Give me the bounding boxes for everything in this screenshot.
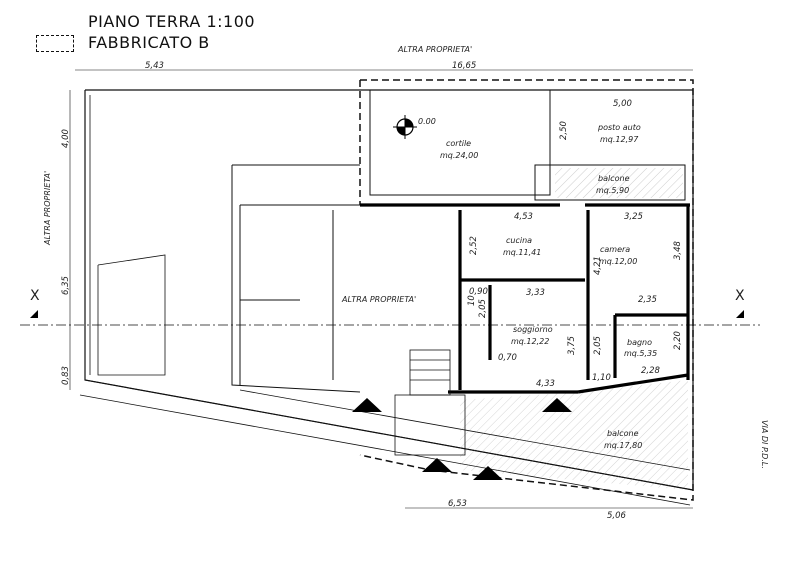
dim-top-right: 16,65 [452,61,476,71]
dim-posto-width: 5,00 [613,99,632,109]
dim-v10: 10 [467,295,477,306]
entry-step [394,394,466,456]
room-cortile-name: cortile [446,139,471,148]
dim-soggiorno-width: 3,33 [526,288,545,298]
legend-dashed-box [36,35,74,52]
room-soggiorno-area: mq.12,22 [511,337,549,346]
plan-subtitle: FABBRICATO B [88,33,210,52]
room-camera-area: mq.12,00 [599,257,637,266]
dim-left-middle: 6,35 [61,276,71,295]
dim-cucina-width: 4,53 [514,212,533,222]
plan-title: PIANO TERRA 1:100 [88,12,256,31]
room-bagno-area: mq.5,35 [624,349,657,358]
wall-bottom-right [577,373,689,394]
room-balcone-bottom-name: balcone [607,429,639,438]
balcone-bottom-hatch [460,380,688,490]
access-arrow-2 [542,398,572,412]
label-altra-left: ALTRA PROPRIETA' [43,171,52,246]
dim-bottom-right: 5,06 [607,511,627,521]
dim-camera-width: 3,25 [624,212,643,222]
dim-posto-height: 2,50 [559,121,569,140]
section-mark-right: X [735,288,745,318]
dim-v205a: 2,05 [478,299,488,318]
dim-top-left: 5,43 [145,61,164,71]
old-building-2 [231,165,361,393]
dim-left-upper: 4,00 [61,129,71,148]
room-posto-name: posto auto [597,123,641,132]
dim-camera-h1: 4,21 [593,256,603,275]
dim-bagno-top: 2,35 [638,295,657,305]
dim-v110: 1,10 [592,373,611,383]
dim-bagno-h1: 2,05 [593,336,603,355]
label-altra-top: ALTRA PROPRIETA' [397,45,472,54]
dim-soggiorno-h: 3,75 [567,336,577,355]
dim-camera-h2: 3,48 [673,240,683,260]
slope-line-2 [79,394,691,506]
room-balcone-top-area: mq.5,90 [596,186,629,195]
balcone-top-hatch [555,168,683,198]
room-camera-name: camera [600,245,630,254]
balcone-top [534,164,686,201]
room-cucina-area: mq.11,41 [503,248,541,257]
section-mark-left: X [30,288,40,318]
label-quota: 0.00 [418,117,436,126]
svg-text:X: X [735,288,745,304]
room-cortile-area: mq.24,00 [440,151,478,160]
dim-cucina-height: 2,52 [469,236,479,255]
label-altra-center: ALTRA PROPRIETA' [341,295,416,304]
dim-bottom-left: 6,53 [448,499,467,509]
access-arrow-4 [473,466,503,480]
stairs [409,349,451,396]
dim-bagno-bottom: 2,28 [641,366,661,376]
label-via: VIA DI P.D.L. [760,420,769,469]
dim-v070: 0,70 [498,353,517,363]
access-arrow-3 [422,458,452,472]
room-posto-area: mq.12,97 [600,135,639,144]
room-bagno-name: bagno [627,338,652,347]
room-balcone-top-name: balcone [598,174,630,183]
access-arrow-1 [352,398,382,412]
svg-text:X: X [30,288,40,304]
room-soggiorno-name: soggiorno [513,325,553,334]
dim-left-lower: 0,83 [61,366,71,385]
dim-bagno-h2: 2,20 [673,331,683,350]
dim-v090: 0,90 [469,287,488,297]
building-b-dashed [359,79,694,501]
dim-soggiorno-bottom: 4,33 [536,379,555,389]
room-cucina-name: cucina [506,236,532,245]
neighbour-shed [97,254,166,376]
room-balcone-bottom-area: mq.17,80 [604,441,642,450]
